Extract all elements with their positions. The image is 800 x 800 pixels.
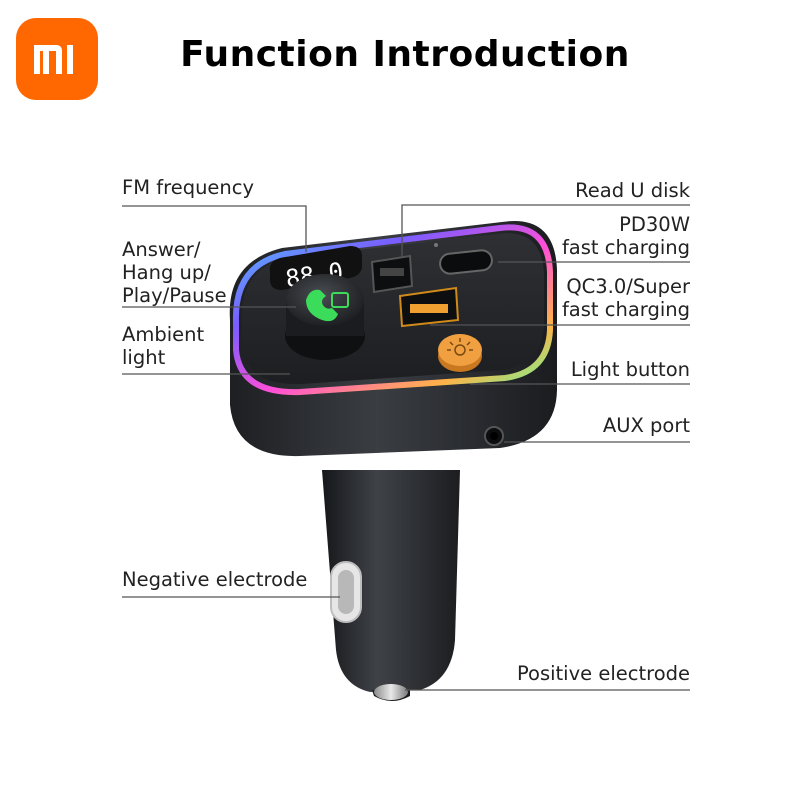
device-head: 88.0 [229, 221, 557, 457]
multifunction-knob [285, 274, 365, 360]
label-ambient-light-line-2: light [122, 346, 166, 369]
label-qc30: QC3.0/Super fast charging [562, 275, 690, 321]
label-qc30-line-2: fast charging [561, 298, 690, 321]
usb-c-port [439, 249, 493, 275]
label-negative-electrode: Negative electrode [122, 568, 308, 591]
phone-icon [306, 289, 338, 322]
positive-contact [374, 684, 408, 700]
mi-logo-icon [34, 45, 73, 74]
xiaomi-logo [16, 18, 98, 100]
ambient-light-ring [232, 224, 553, 396]
label-ambient-light: Ambient light [122, 323, 204, 369]
label-answer-line-1: Answer/ [122, 238, 201, 261]
label-pd30w: PD30W fast charging [562, 213, 690, 259]
label-aux-port: AUX port [602, 414, 690, 437]
usb-port-qc [398, 286, 460, 328]
label-pd30w-line-2: fast charging [561, 236, 690, 259]
page-title: Function Introduction [180, 34, 630, 75]
label-pd30w-line-1: PD30W [619, 213, 690, 236]
leader-lines [122, 204, 690, 691]
label-answer: Answer/ Hang up/ Play/Pause [122, 238, 227, 307]
label-light-button: Light button [570, 358, 690, 381]
label-fm-frequency: FM frequency [122, 176, 255, 199]
light-button [438, 334, 482, 372]
label-qc30-line-1: QC3.0/Super [566, 275, 690, 298]
label-read-u-disk: Read U disk [575, 179, 690, 202]
label-answer-line-3: Play/Pause [122, 284, 227, 307]
plug-stem [322, 470, 460, 701]
label-ambient-light-line-1: Ambient [122, 323, 205, 346]
usb-port-top [370, 254, 414, 294]
label-answer-line-2: Hang up/ [122, 261, 211, 284]
label-positive-electrode: Positive electrode [516, 662, 690, 685]
